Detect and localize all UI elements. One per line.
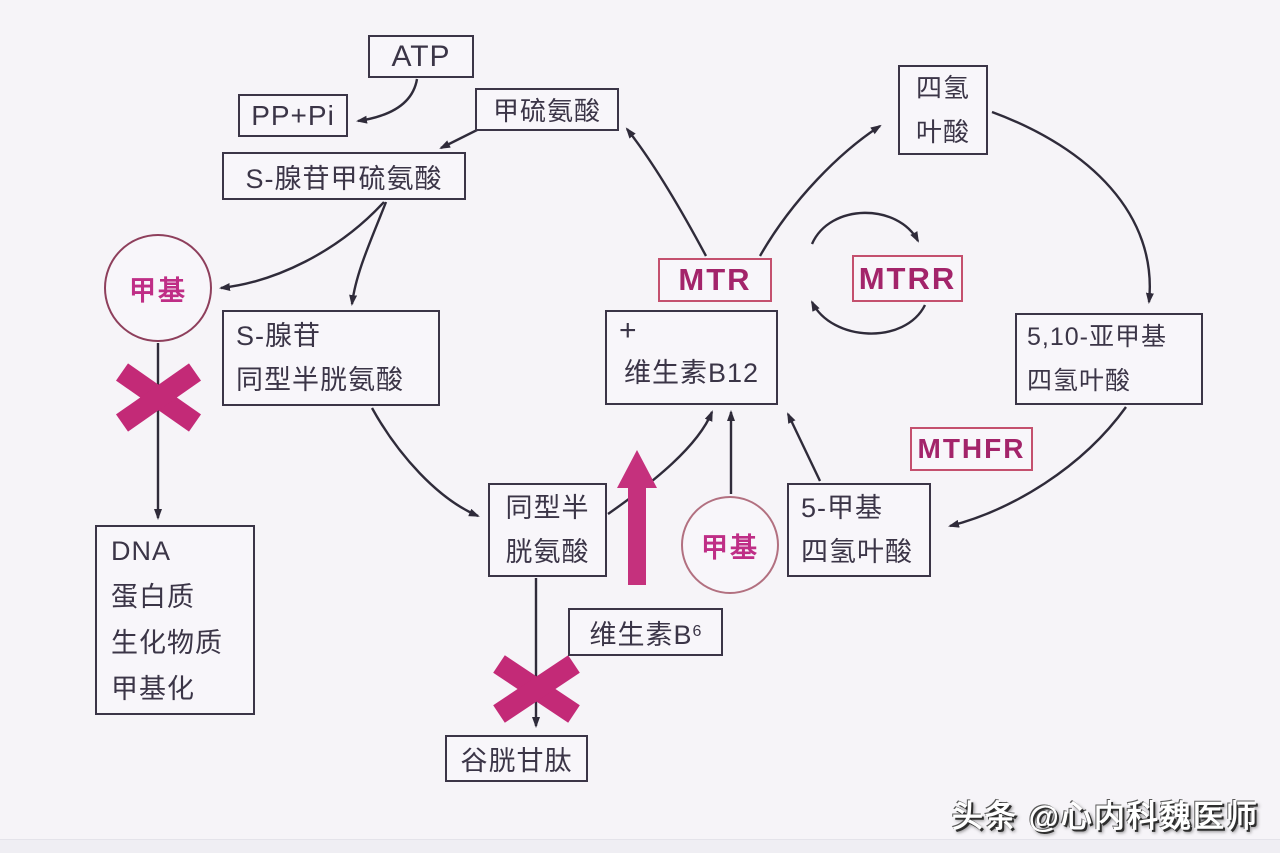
arrow-methionine-to-sam (439, 126, 482, 150)
node-enzyme-mtrr: MTRR (852, 255, 963, 302)
blocked-x-left (115, 363, 202, 432)
bottom-strip (0, 839, 1280, 853)
thf-line2: 叶酸 (915, 117, 970, 147)
methylenethf-line1: 5,10-亚甲基 (1027, 323, 1167, 351)
node-dna-products: DNA 蛋白质 生化物质 甲基化 (95, 525, 255, 715)
arrow-thf-to-methylenethf (991, 110, 1154, 304)
arrow-atp-to-pppi (356, 78, 419, 124)
methylthf-line2: 四氢叶酸 (801, 537, 913, 567)
node-s-adenosylmethionine: S-腺苷甲硫氨酸 (222, 152, 466, 200)
blocked-x-bottom (493, 655, 580, 723)
methyl-left-label: 甲基 (129, 275, 187, 306)
dna-line1: DNA (111, 536, 172, 566)
homocysteine-line2: 胱氨酸 (505, 537, 590, 567)
node-5-methyl-thf: 5-甲基 四氢叶酸 (787, 483, 931, 577)
node-5-10-methylene-thf: 5,10-亚甲基 四氢叶酸 (1015, 313, 1203, 405)
sam-label: S-腺苷甲硫氨酸 (245, 163, 443, 194)
methyl-bottom-label: 甲基 (701, 532, 759, 563)
arrow-mtr-to-thf (758, 124, 882, 257)
node-vitamin-b12: + 维生素B12 (605, 310, 778, 405)
b6-subscript: 6 (692, 623, 702, 640)
arrow-sam-to-sah (349, 201, 388, 306)
arrow-methylthf-to-b12 (786, 412, 822, 482)
arrow-sam-to-methyl (219, 201, 385, 291)
mtrr-label: MTRR (858, 260, 957, 296)
sah-line2: 同型半胱氨酸 (236, 365, 404, 395)
mtr-label: MTR (678, 262, 752, 297)
pp-pi-label: PP+Pi (251, 99, 335, 131)
arrow-mtr-to-methionine (625, 127, 708, 257)
increase-arrow-icon (617, 450, 657, 585)
dna-line2: 蛋白质 (111, 582, 195, 612)
node-methyl-group-left: 甲基 (104, 234, 212, 342)
homocysteine-line1: 同型半 (505, 493, 590, 523)
node-atp: ATP (368, 35, 474, 78)
node-enzyme-mtr: MTR (658, 258, 772, 302)
dna-line3: 生化物质 (111, 628, 223, 658)
node-glutathione: 谷胱甘肽 (445, 735, 588, 782)
mthfr-label: MTHFR (917, 433, 1026, 464)
node-pp-pi: PP+Pi (238, 94, 348, 137)
node-enzyme-mthfr: MTHFR (910, 427, 1033, 471)
methylenethf-line2: 四氢叶酸 (1027, 367, 1132, 395)
node-methyl-group-bottom: 甲基 (681, 496, 779, 594)
watermark-text: 头条 @心内科魏医师 (952, 799, 1259, 834)
node-homocysteine: 同型半 胱氨酸 (488, 483, 607, 577)
methionine-label: 甲硫氨酸 (492, 96, 601, 126)
node-tetrahydrofolate: 四氢 叶酸 (898, 65, 988, 155)
dna-line4: 甲基化 (111, 674, 195, 704)
atp-label: ATP (391, 39, 451, 73)
arrow-sah-to-homocysteine (370, 407, 480, 518)
arrow-homocysteine-to-b12 (607, 410, 714, 515)
b6-label: 维生素B (589, 619, 693, 650)
arrow-cycle-bottom (810, 300, 927, 335)
glutathione-label: 谷胱甘肽 (460, 746, 573, 776)
methylthf-line1: 5-甲基 (801, 493, 884, 523)
thf-line1: 四氢 (915, 73, 970, 103)
node-methionine: 甲硫氨酸 (475, 88, 619, 131)
sah-line1: S-腺苷 (236, 321, 321, 351)
b12-label: 维生素B12 (623, 358, 760, 388)
node-s-adenosylhomocysteine: S-腺苷 同型半胱氨酸 (222, 310, 440, 406)
arrow-cycle-top (810, 211, 920, 245)
arrow-methylenethf-to-methylthf (948, 406, 1127, 528)
b12-plus-sign: + (619, 314, 638, 347)
